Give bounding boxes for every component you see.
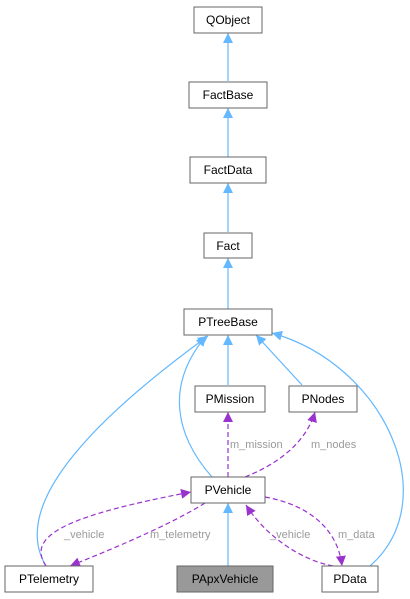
edge-pvehicle-to-ptreebase [178,335,213,478]
edge-pvehicle-to-ptelemetry [69,502,206,567]
node-pnodes-label: PNodes [302,392,345,406]
edge-pdata-to-ptreebase [271,330,404,567]
node-factdata[interactable]: FactData [189,156,267,184]
node-ptelemetry-label: PTelemetry [19,572,79,586]
node-qobject[interactable]: QObject [193,6,263,34]
edge-label-vehicle-data: _vehicle [269,529,310,541]
node-fact-label: Fact [216,239,240,253]
edge-pdata-to-pvehicle [245,504,334,567]
node-qobject-label: QObject [206,13,251,27]
edge-label-vehicle-telemetry: _vehicle [63,529,104,541]
node-papxvehicle[interactable]: PApxVehicle [176,565,274,593]
node-pmission[interactable]: PMission [194,385,266,413]
node-papxvehicle-label: PApxVehicle [192,572,259,586]
edge-label-m-mission: m_mission [230,439,283,451]
node-pdata-label: PData [333,572,367,586]
node-factbase-label: FactBase [203,88,254,102]
edge-pvehicle-to-pnodes [244,411,317,478]
edge-ptelemetry-to-ptreebase [36,335,209,567]
node-pnodes[interactable]: PNodes [288,385,358,413]
node-ptreebase[interactable]: PTreeBase [183,308,273,336]
edge-pnodes-to-ptreebase [255,334,303,386]
edge-label-m-telemetry: m_telemetry [150,529,211,541]
node-pvehicle[interactable]: PVehicle [190,476,266,504]
node-pvehicle-label: PVehicle [205,483,252,497]
edge-pvehicle-to-pdata [264,496,346,567]
node-factbase[interactable]: FactBase [188,81,268,109]
node-pmission-label: PMission [206,392,255,406]
edge-label-m-data: m_data [338,529,376,541]
node-factdata-label: FactData [204,163,253,177]
edge-label-m-nodes: m_nodes [311,439,357,451]
node-ptreebase-label: PTreeBase [198,315,258,329]
node-fact[interactable]: Fact [203,232,253,259]
edge-ptelemetry-to-pvehicle [40,488,192,567]
node-pdata[interactable]: PData [321,565,379,593]
node-ptelemetry[interactable]: PTelemetry [4,565,94,593]
